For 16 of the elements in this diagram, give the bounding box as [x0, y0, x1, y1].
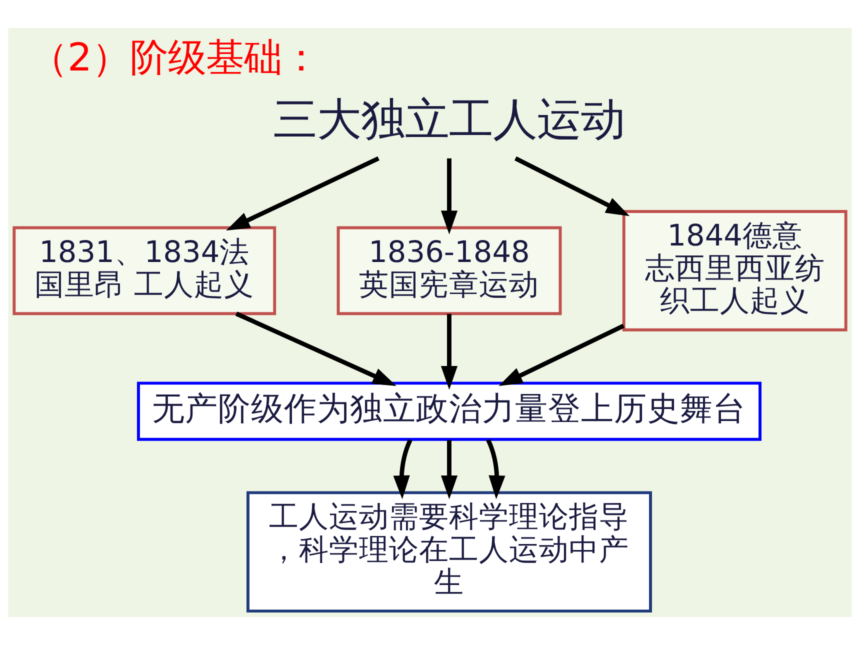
node-box: 工人运动需要科学理论指导，科学理论在工人运动中产生: [246, 491, 652, 613]
node-box: 1831、1834法国里昂 工人起义: [12, 226, 276, 316]
node-box: 1844德意志西里西亚纺织工人起义: [622, 210, 848, 332]
diagram-title: （2）阶级基础：: [29, 36, 320, 81]
arrow: [440, 440, 458, 500]
arrow: [226, 156, 380, 231]
arrow: [486, 439, 506, 500]
arrow: [498, 324, 625, 386]
node-box: 无产阶级作为独立政治力量登上历史舞台: [136, 382, 762, 441]
arrow: [393, 439, 412, 500]
arrow: [440, 158, 458, 234]
arrow: [235, 312, 396, 386]
arrow: [440, 314, 458, 390]
node-box: 1836-1848英国宪章运动: [336, 226, 562, 316]
node-text: 三大独立工人运动: [273, 94, 626, 146]
arrow: [514, 156, 630, 216]
